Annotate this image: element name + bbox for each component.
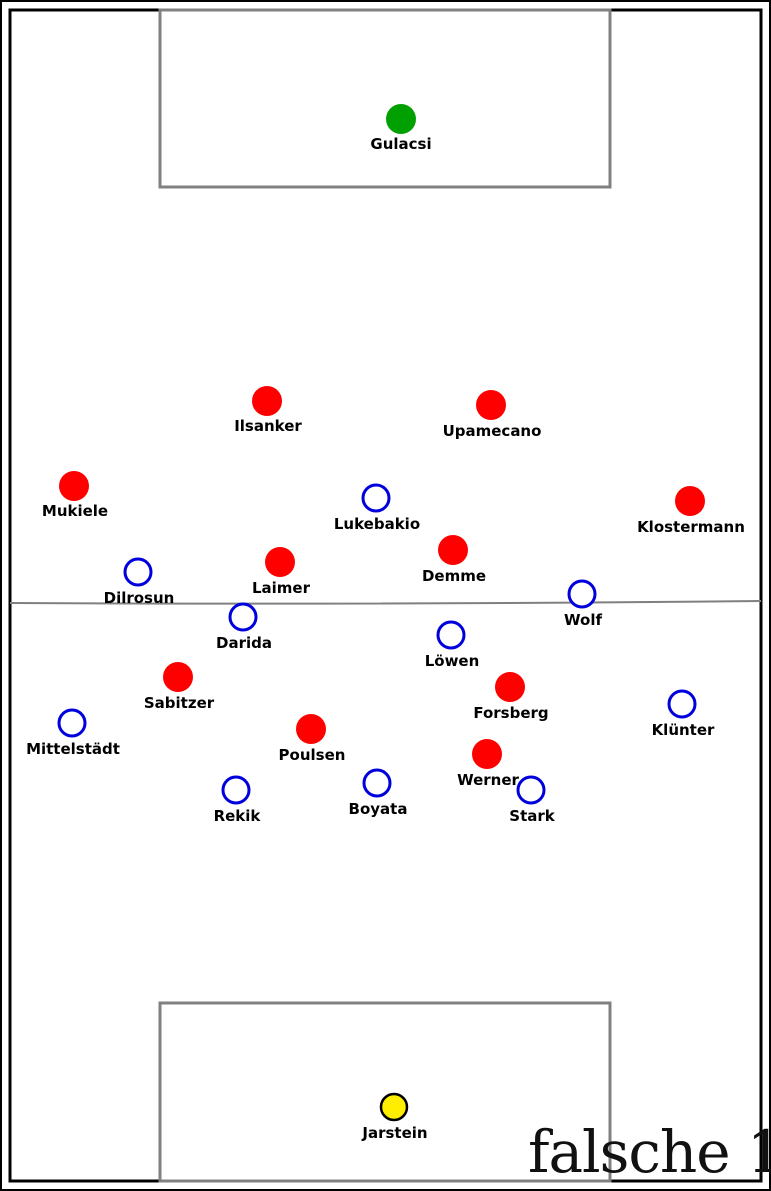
falsche10-logo: falsche 10: [528, 1118, 771, 1186]
player-name-label: Darida: [216, 634, 272, 652]
player-name-label: Jarstein: [361, 1124, 427, 1142]
red-player-marker: [675, 486, 705, 516]
player-name-label: Werner: [457, 771, 519, 789]
blue-player-marker: [567, 579, 597, 609]
top-penalty-area: [158, 8, 612, 189]
player-name-label: Löwen: [425, 652, 480, 670]
player-name-label: Sabitzer: [144, 694, 215, 712]
player-name-label: Gulacsi: [370, 135, 431, 153]
player-name-label: Mittelstädt: [26, 740, 120, 758]
player-upamecano: Upamecano: [443, 390, 542, 440]
red-player-marker: [495, 672, 525, 702]
player-wolf: Wolf: [564, 579, 602, 629]
blue-player-marker: [228, 602, 258, 632]
red-player-marker: [163, 662, 193, 692]
player-sabitzer: Sabitzer: [144, 662, 215, 712]
player-name-label: Klünter: [652, 721, 715, 739]
player-name-label: Wolf: [564, 611, 602, 629]
player-name-label: Upamecano: [443, 422, 542, 440]
red-player-marker: [252, 386, 282, 416]
player-name-label: Mukiele: [42, 502, 108, 520]
player-werner: Werner: [457, 739, 520, 789]
goalkeeper-marker: [386, 104, 416, 134]
player-name-label: Laimer: [252, 579, 311, 597]
player-laimer: Laimer: [252, 547, 311, 597]
blue-player-marker: [667, 689, 697, 719]
player-lukebakio: Lukebakio: [334, 483, 420, 533]
red-player-marker: [59, 471, 89, 501]
player-name-label: Demme: [422, 567, 486, 585]
player-boyata: Boyata: [349, 768, 408, 818]
bottom-penalty-area: [158, 1001, 612, 1183]
red-player-marker: [476, 390, 506, 420]
blue-player-marker: [57, 708, 87, 738]
blue-player-marker: [221, 775, 251, 805]
blue-player-marker: [362, 768, 392, 798]
player-dilrosun: Dilrosun: [104, 557, 175, 607]
player-name-label: Stark: [509, 807, 555, 825]
blue-player-marker: [516, 775, 546, 805]
player-poulsen: Poulsen: [279, 714, 346, 764]
player-mukiele: Mukiele: [42, 471, 108, 520]
player-ilsanker: Ilsanker: [234, 386, 302, 435]
player-demme: Demme: [422, 535, 486, 585]
player-name-label: Rekik: [214, 807, 262, 825]
player-name-label: Lukebakio: [334, 515, 420, 533]
player-gulacsi: Gulacsi: [370, 104, 432, 153]
blue-player-marker: [361, 483, 391, 513]
blue-player-marker: [123, 557, 153, 587]
player-name-label: Dilrosun: [104, 589, 175, 607]
player-stark: Stark: [509, 775, 556, 825]
player-jarstein: Jarstein: [361, 1092, 428, 1142]
player-name-label: Klostermann: [637, 518, 745, 536]
blue-player-marker: [436, 620, 466, 650]
player-name-label: Forsberg: [473, 704, 548, 722]
player-klunter: Klünter: [652, 689, 715, 739]
player-name-label: Poulsen: [279, 746, 346, 764]
red-player-marker: [472, 739, 502, 769]
player-mittelstadt: Mittelstädt: [26, 708, 120, 758]
player-klostermann: Klostermann: [637, 486, 745, 536]
red-player-marker: [296, 714, 326, 744]
red-player-marker: [265, 547, 295, 577]
player-name-label: Ilsanker: [234, 417, 302, 435]
halfway-line: [9, 600, 762, 605]
goalkeeper-marker: [379, 1092, 409, 1122]
player-lowen: Löwen: [425, 620, 480, 670]
player-rekik: Rekik: [214, 775, 262, 825]
player-forsberg: Forsberg: [473, 672, 549, 722]
red-player-marker: [438, 535, 468, 565]
player-name-label: Boyata: [349, 800, 408, 818]
player-darida: Darida: [216, 602, 272, 652]
